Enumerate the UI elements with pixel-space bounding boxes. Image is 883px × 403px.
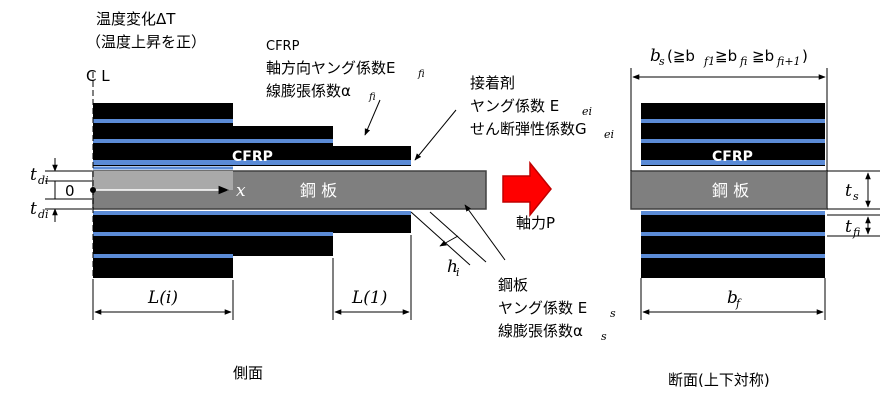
origin-dot [90,187,96,193]
tdi-lower-sub: di [38,208,49,221]
cfrp-name: CFRP [266,39,300,54]
bf-label: b [727,288,738,308]
cfrp-expand: 線膨張係数α [266,82,351,100]
length-i-label: L(i) [147,288,178,308]
temp-title: 温度変化ΔT [96,10,176,28]
tdi-lower-label: t [30,199,37,219]
cfrp-lower-stack [93,211,411,278]
cfrp-layer [93,212,411,233]
bs-rel-mid2: ≧b [752,47,774,65]
section-blue-layer [641,160,825,165]
section-cfrp-label: CFRP [712,149,753,165]
tdi-dimension: t di t di 0 [30,158,92,222]
length-dimensions: L(i) L(1) [92,235,412,320]
side-view: C L x CFRP 鋼 板 t di t di 0 [30,10,616,382]
cfrp-young-sub: fi [417,69,425,80]
cfrp-side-label: CFRP [232,149,273,165]
cfrp-blue-layer [93,232,333,236]
section-blue-layer [641,232,825,236]
cfrp-blue-layer [93,139,333,143]
load-label: 軸力P [516,214,555,232]
ts-label: t [845,181,852,201]
cfrp-layer [93,256,233,278]
section-steel-label: 鋼 板 [712,181,749,200]
cfrp-upper-stack [93,103,411,166]
cfrp-young: 軸方向ヤング係数E [266,59,395,77]
cfrp-blue-layer [93,119,233,123]
load-arrow-icon [502,160,552,218]
cfrp-blue-layer [93,254,233,258]
section-caption: 断面(上下対称) [668,371,770,389]
steel-side-label: 鋼 板 [300,181,337,200]
section-blue-layer [641,211,825,215]
adhesive-shear-sub: ei [604,128,614,141]
bs-rel-sub3: fi+1 [776,55,801,68]
tdi-upper-sub: di [38,174,49,187]
length-1-label: L(1) [351,288,387,308]
adhesive-young-sub: ei [582,105,592,118]
cfrp-leader [364,99,381,136]
bs-rel-mid: ≧b [715,47,737,65]
centerline-label: C L [86,67,110,85]
bs-label: b [650,46,661,66]
adhesive-young: ヤング係数 E [470,97,559,115]
section-cfrp-lower [641,212,825,278]
bs-sub: s [659,55,665,68]
hi-sub: i [456,266,460,279]
tfi-sub: fi [852,226,860,239]
adhesive-name: 接着剤 [470,74,515,92]
section-blue-layer [641,139,825,143]
tfi-label: t [845,217,852,237]
bs-rel-end: ) [802,47,808,65]
axial-load: 軸力P [502,160,555,232]
steel-name: 鋼板 [498,276,528,294]
bs-rel-sub2: fi [739,55,747,68]
adhesive-shear: せん断弾性係数G [470,120,587,138]
tdi-upper-label: t [30,165,37,185]
zero-label: 0 [65,182,75,200]
steel-expand-sub: s [601,330,607,343]
bf-sub: f [735,297,742,310]
cfrp-expand-sub: fi [368,92,376,103]
section-blue-layer [641,254,825,258]
hi-label: h [447,257,458,277]
steel-center-shade [93,171,233,190]
temp-note: （温度上昇を正） [86,33,206,51]
cfrp-blue-layer [93,160,411,165]
steel-leader [464,204,506,261]
cross-section: CFRP 鋼 板 b s (≧b f1 ≧b fi ≧b fi+1 ) b f … [630,46,880,389]
section-steel-plate [630,170,828,210]
side-caption: 側面 [233,364,263,382]
steel-expand: 線膨張係数α [498,322,583,340]
bs-relation: (≧b [667,47,695,65]
steel-young-sub: s [610,307,616,320]
cfrp-layer [93,233,333,256]
x-axis-label: x [236,181,246,201]
section-cfrp-upper [641,103,825,166]
ts-sub: s [853,190,859,203]
bs-rel-sub1: f1 [703,55,715,68]
hi-dimension: h i [410,211,487,279]
steel-young: ヤング係数 E [498,299,587,317]
cfrp-blue-layer [93,211,411,215]
section-blue-layer [641,119,825,123]
adhesive-leader [414,109,457,161]
